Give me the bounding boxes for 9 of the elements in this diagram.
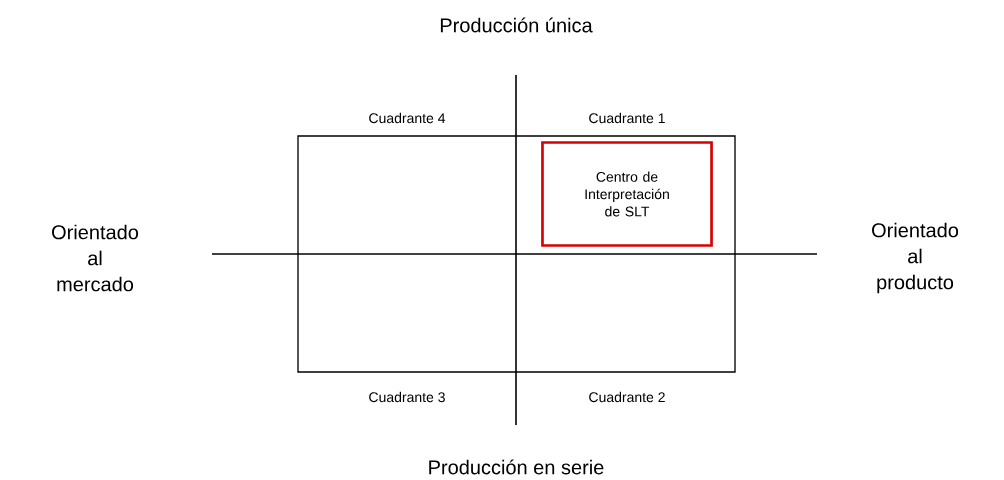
axis-label: Producción en serie (429, 459, 604, 475)
quadrant-label: Cuadrante 4 (369, 112, 446, 124)
axis-label: Producción única (440, 17, 593, 33)
axis-label: Orientado al mercado (52, 224, 139, 292)
highlight-box: Centro de Interpretación de SLT (541, 141, 713, 247)
quadrant-label: Cuadrante 1 (589, 112, 665, 124)
quadrant-label: Cuadrante 2 (589, 391, 665, 403)
quadrant-label: Cuadrante 3 (369, 391, 445, 403)
axis-label: Orientado al producto (872, 222, 959, 294)
